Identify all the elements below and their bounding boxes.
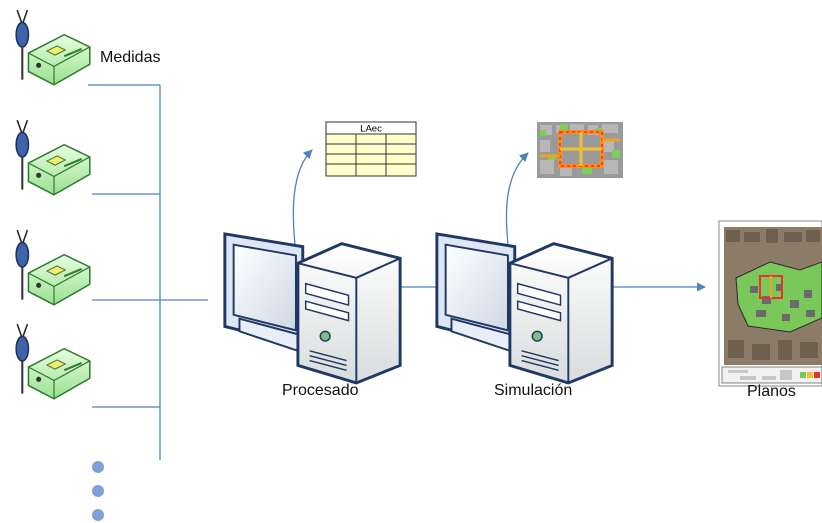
measures-label: Medidas [100,49,161,66]
sensor-node-icon-4 [15,323,91,400]
simulation-computer-icon [435,232,614,385]
simulation-label: Simulación [494,382,573,399]
processing-label: Procesado [282,382,359,399]
sensor-node-icon-1 [15,9,91,86]
processing-computer-icon [223,232,402,385]
sensor-node-icon-3 [15,229,91,306]
printed-map-icon [718,220,822,387]
sensor-node-icon-2 [15,119,91,196]
connector-lines [88,84,706,460]
noise-map-icon [537,122,623,178]
maps-label: Planos [747,383,796,400]
table-header-label: LAec [360,124,382,135]
data-table-icon: LAec [325,121,417,177]
more-sensors-dots [92,461,104,521]
